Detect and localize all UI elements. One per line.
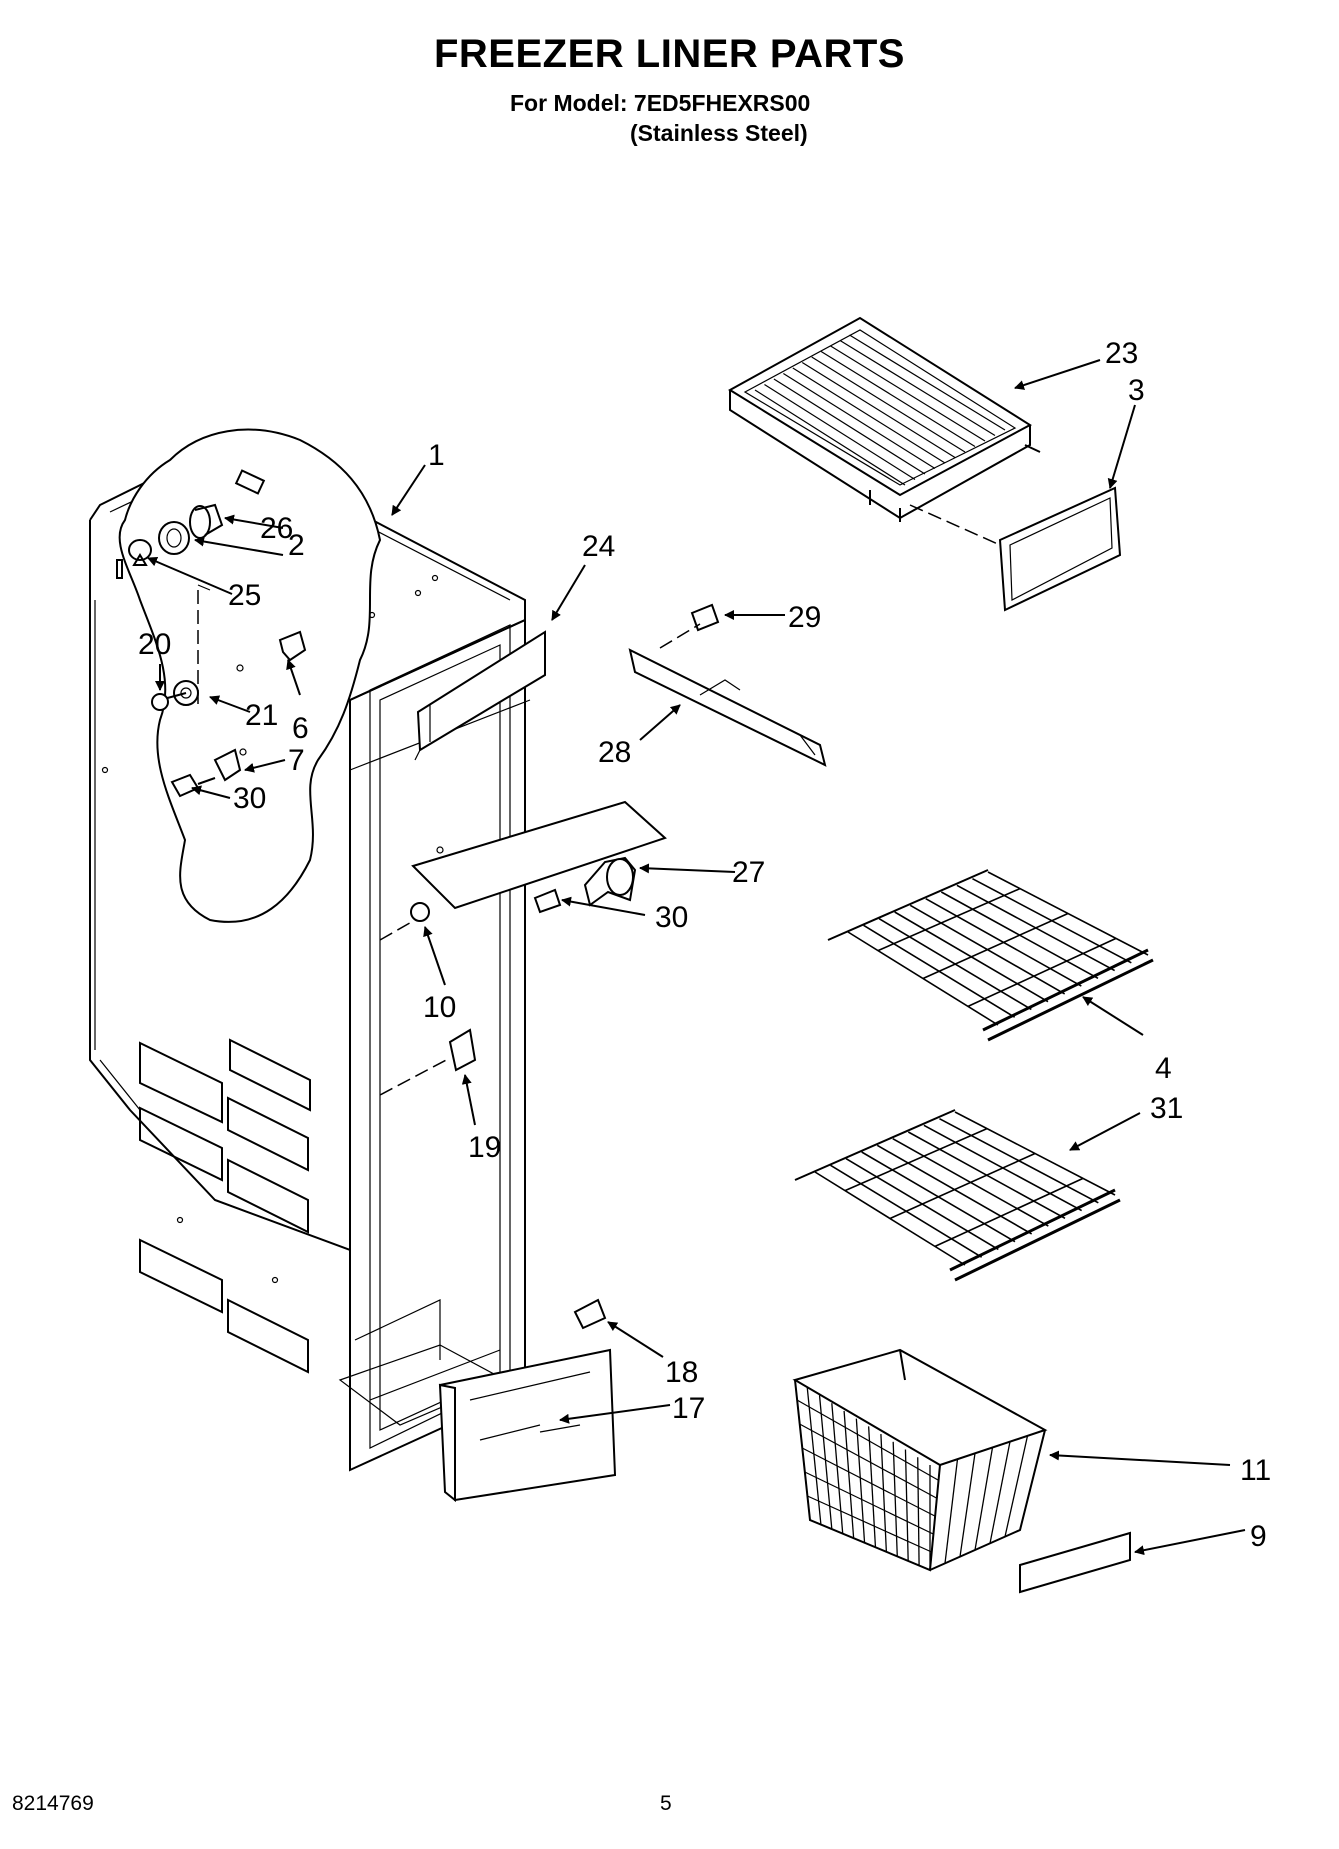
drawing-stroke [794, 1109, 956, 1181]
drawing-stroke [783, 372, 936, 470]
drawing-stroke [799, 1423, 937, 1499]
light-bulb [158, 521, 190, 555]
drawing-stroke [889, 1152, 1036, 1220]
drawing-stroke [831, 1403, 844, 1534]
callout-29: 29 [788, 601, 821, 634]
callout-2: 2 [288, 529, 305, 562]
drawing-stroke [801, 361, 956, 459]
drawing-stroke [792, 367, 946, 464]
callout-30-detail: 30 [233, 782, 266, 815]
thermostat-control [151, 664, 244, 711]
callout-25: 25 [228, 579, 261, 612]
callout-31: 31 [1150, 1092, 1183, 1125]
callout-labels: 1 2 3 4 6 7 9 10 11 17 18 19 20 21 23 24… [138, 337, 1271, 1553]
leader-lines [147, 359, 1246, 1556]
side-panel-embossing [139, 1038, 311, 1374]
drawing-stroke [974, 1447, 994, 1551]
callout-23: 23 [1105, 337, 1138, 370]
drawing-stroke [773, 378, 926, 475]
drawing-stroke [949, 1188, 1116, 1272]
model-number: For Model: 7ED5FHEXRS00 [510, 90, 811, 116]
liner-trim [414, 630, 546, 761]
drawing-stroke [922, 912, 1069, 980]
drawing-stroke [954, 1198, 1121, 1282]
callout-1: 1 [428, 439, 445, 472]
basket-handle [1019, 1531, 1131, 1594]
model-variant: (Stainless Steel) [630, 120, 808, 146]
wire-shelf-upper [827, 869, 1154, 1042]
drawing-stroke [987, 958, 1154, 1042]
bracket [213, 748, 247, 782]
callout-7: 7 [288, 744, 305, 777]
drawing-stroke [820, 350, 976, 448]
callout-10: 10 [423, 991, 456, 1024]
drawing-stroke [934, 1177, 1084, 1248]
drawing-stroke [892, 1441, 898, 1557]
light-socket [189, 503, 224, 539]
drawing-stroke [844, 1127, 988, 1192]
drawing-stroke [764, 383, 916, 481]
drawing-stroke [967, 937, 1117, 1008]
drawing-stroke [880, 1434, 888, 1552]
drawing-stroke [794, 1379, 811, 1521]
callout-9: 9 [1250, 1520, 1267, 1553]
callout-27: 27 [732, 856, 765, 889]
drawing-stroke [843, 1410, 855, 1539]
drawing-stroke [811, 356, 966, 453]
drawing-stroke [917, 1457, 920, 1566]
drawing-stroke [877, 887, 1021, 952]
drawing-stroke [830, 345, 986, 442]
drawing-stroke [827, 869, 989, 941]
drawing-stroke [904, 1449, 909, 1561]
lamp-shield [128, 539, 152, 566]
callout-26: 26 [260, 512, 293, 545]
callout-24: 24 [582, 530, 615, 563]
drawing-stroke [982, 948, 1149, 1032]
page-number: 5 [660, 1792, 672, 1815]
drawing-stroke [806, 1387, 822, 1525]
clip [278, 630, 307, 662]
wire-shelf-lower [794, 1109, 1121, 1282]
callout-20: 20 [138, 628, 171, 661]
callout-6: 6 [292, 712, 309, 745]
drawing-stroke [818, 1395, 833, 1530]
shelf-trim [909, 486, 1122, 612]
callout-28: 28 [598, 736, 631, 769]
drawing-stroke [959, 1453, 976, 1557]
drawing-stroke [839, 339, 996, 437]
drawing-stroke [796, 1399, 939, 1481]
drawing-stroke [804, 1471, 934, 1535]
drawing-stroke [989, 1441, 1011, 1544]
drawing-stroke [944, 1459, 959, 1564]
callout-21: 21 [245, 699, 278, 732]
drawing-stroke [929, 1464, 941, 1571]
drawing-stroke [801, 1447, 936, 1517]
drawing-stroke [807, 1495, 932, 1553]
drawing-stroke [867, 1426, 877, 1548]
drawing-stroke [1019, 1429, 1046, 1531]
callout-30-center: 30 [655, 901, 688, 934]
callout-19: 19 [468, 1131, 501, 1164]
glass-shelf [728, 316, 1041, 522]
center-parts [379, 603, 827, 1503]
wire-basket [792, 1348, 1048, 1572]
detail-inset [116, 428, 382, 923]
callout-17: 17 [672, 1392, 705, 1425]
callout-18: 18 [665, 1356, 698, 1389]
callout-4: 4 [1155, 1052, 1172, 1085]
callout-3: 3 [1128, 374, 1145, 407]
drawing-stroke [754, 389, 906, 486]
document-number: 8214769 [12, 1792, 94, 1815]
callout-11: 11 [1240, 1454, 1271, 1487]
drawing-stroke [849, 334, 1006, 431]
drawing-stroke [855, 1418, 866, 1543]
drawing-stroke [1004, 1435, 1029, 1537]
page-title: FREEZER LINER PARTS [433, 32, 905, 76]
